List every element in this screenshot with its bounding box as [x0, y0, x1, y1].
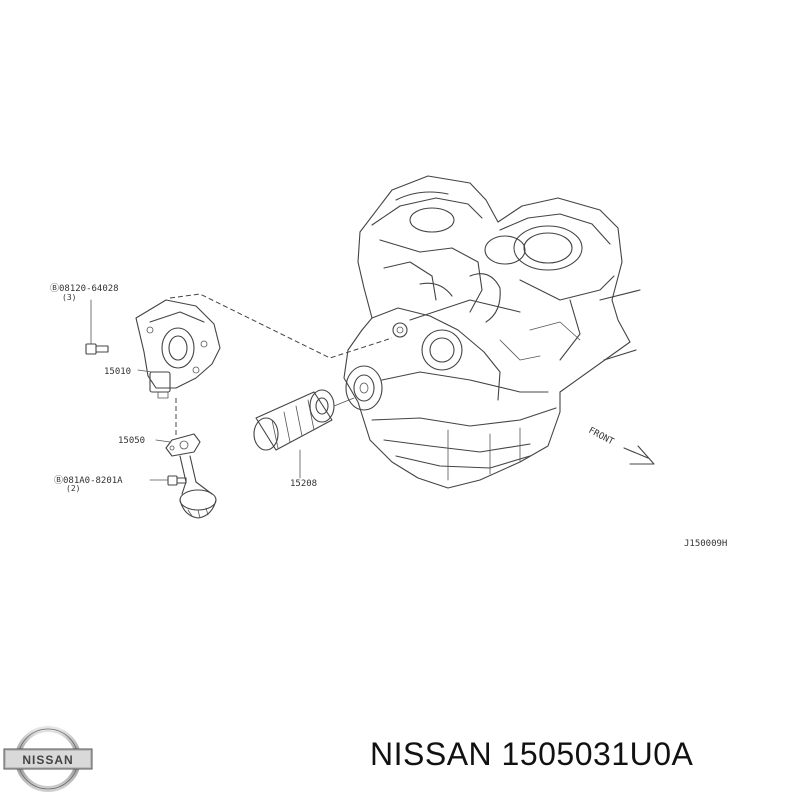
bolt-bottom [167, 475, 187, 486]
leader-15010 [137, 369, 153, 373]
part-number: 1505031U0A [501, 736, 694, 772]
label-gasket: 15050 [118, 436, 145, 446]
label-bolt-bottom-qty: (2) [66, 484, 80, 493]
brand-name: NISSAN [370, 736, 493, 772]
gasket [165, 433, 201, 457]
label-bolt-top-qty: (3) [62, 293, 76, 302]
oil-filter [253, 389, 355, 451]
label-oil-filter: 15208 [290, 479, 317, 489]
part-title: NISSAN 1505031U0A [370, 736, 693, 773]
logo-text: NISSAN [22, 753, 73, 767]
diagram-reference: J150009H [684, 539, 727, 549]
bolt-top [85, 299, 109, 355]
leader-15050 [155, 439, 171, 443]
label-oil-pump: 15010 [104, 367, 131, 377]
label-bolt-top-code: Ⓑ08120-64028 [50, 283, 119, 294]
oil-pump [135, 299, 221, 399]
nissan-logo-icon: NISSAN [3, 726, 93, 792]
label-bolt-bottom-code: Ⓑ081A0-8201A [54, 475, 123, 486]
engine-block [343, 175, 641, 489]
front-arrow-icon [623, 445, 655, 465]
front-label: FRONT [587, 426, 616, 448]
pump-leader-dashed [169, 293, 393, 359]
oil-strainer [179, 455, 217, 519]
